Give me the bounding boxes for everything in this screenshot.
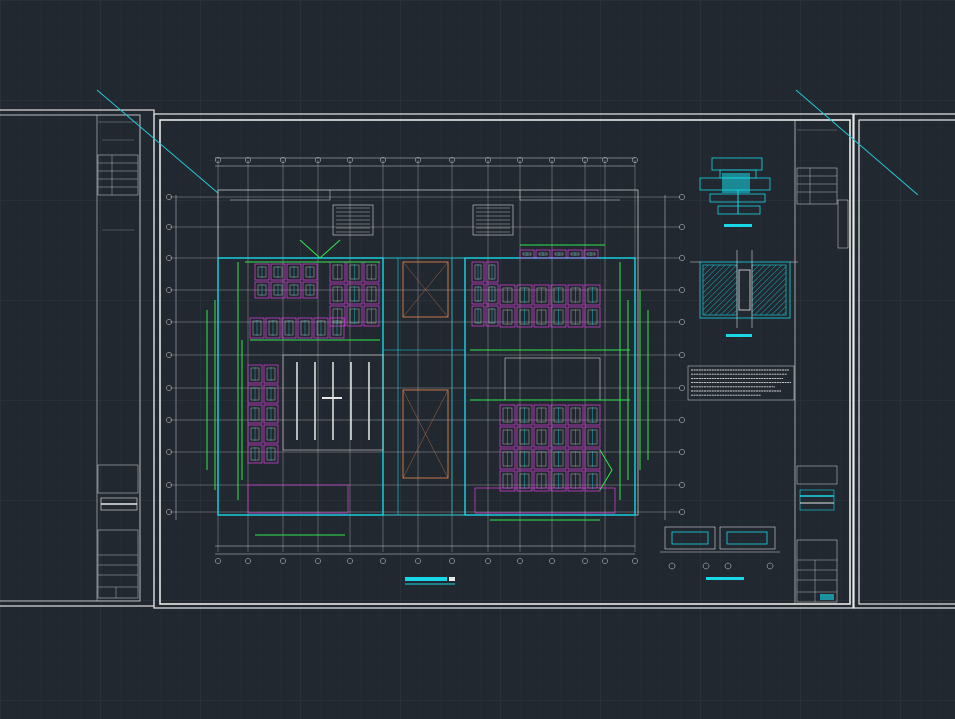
- center-sheet[interactable]: [153, 113, 855, 609]
- rooms-right-wing: [471, 249, 601, 492]
- stair-top-left: [332, 204, 374, 236]
- left-title-block: [97, 121, 139, 599]
- rooms-left-wing: [247, 261, 380, 464]
- center-title-block: [796, 129, 849, 603]
- void-upper: [402, 261, 449, 318]
- leader-line-right[interactable]: [795, 89, 919, 196]
- leader-line-left[interactable]: [96, 89, 219, 194]
- notes-block[interactable]: [687, 365, 795, 401]
- stair-elevation-detail[interactable]: [699, 157, 771, 227]
- right-sheet[interactable]: [852, 113, 955, 609]
- hall-left: [282, 354, 384, 451]
- section-detail[interactable]: [690, 250, 798, 337]
- floor-plan[interactable]: [166, 157, 685, 585]
- void-lower: [402, 389, 449, 479]
- axis-bubbles: [166, 157, 685, 564]
- green-pipe-runs: [206, 239, 649, 536]
- dimension-chains: [175, 157, 666, 555]
- wall-detail-pair[interactable]: [660, 526, 780, 580]
- stair-top-right: [472, 204, 514, 236]
- plan-title: [405, 577, 455, 585]
